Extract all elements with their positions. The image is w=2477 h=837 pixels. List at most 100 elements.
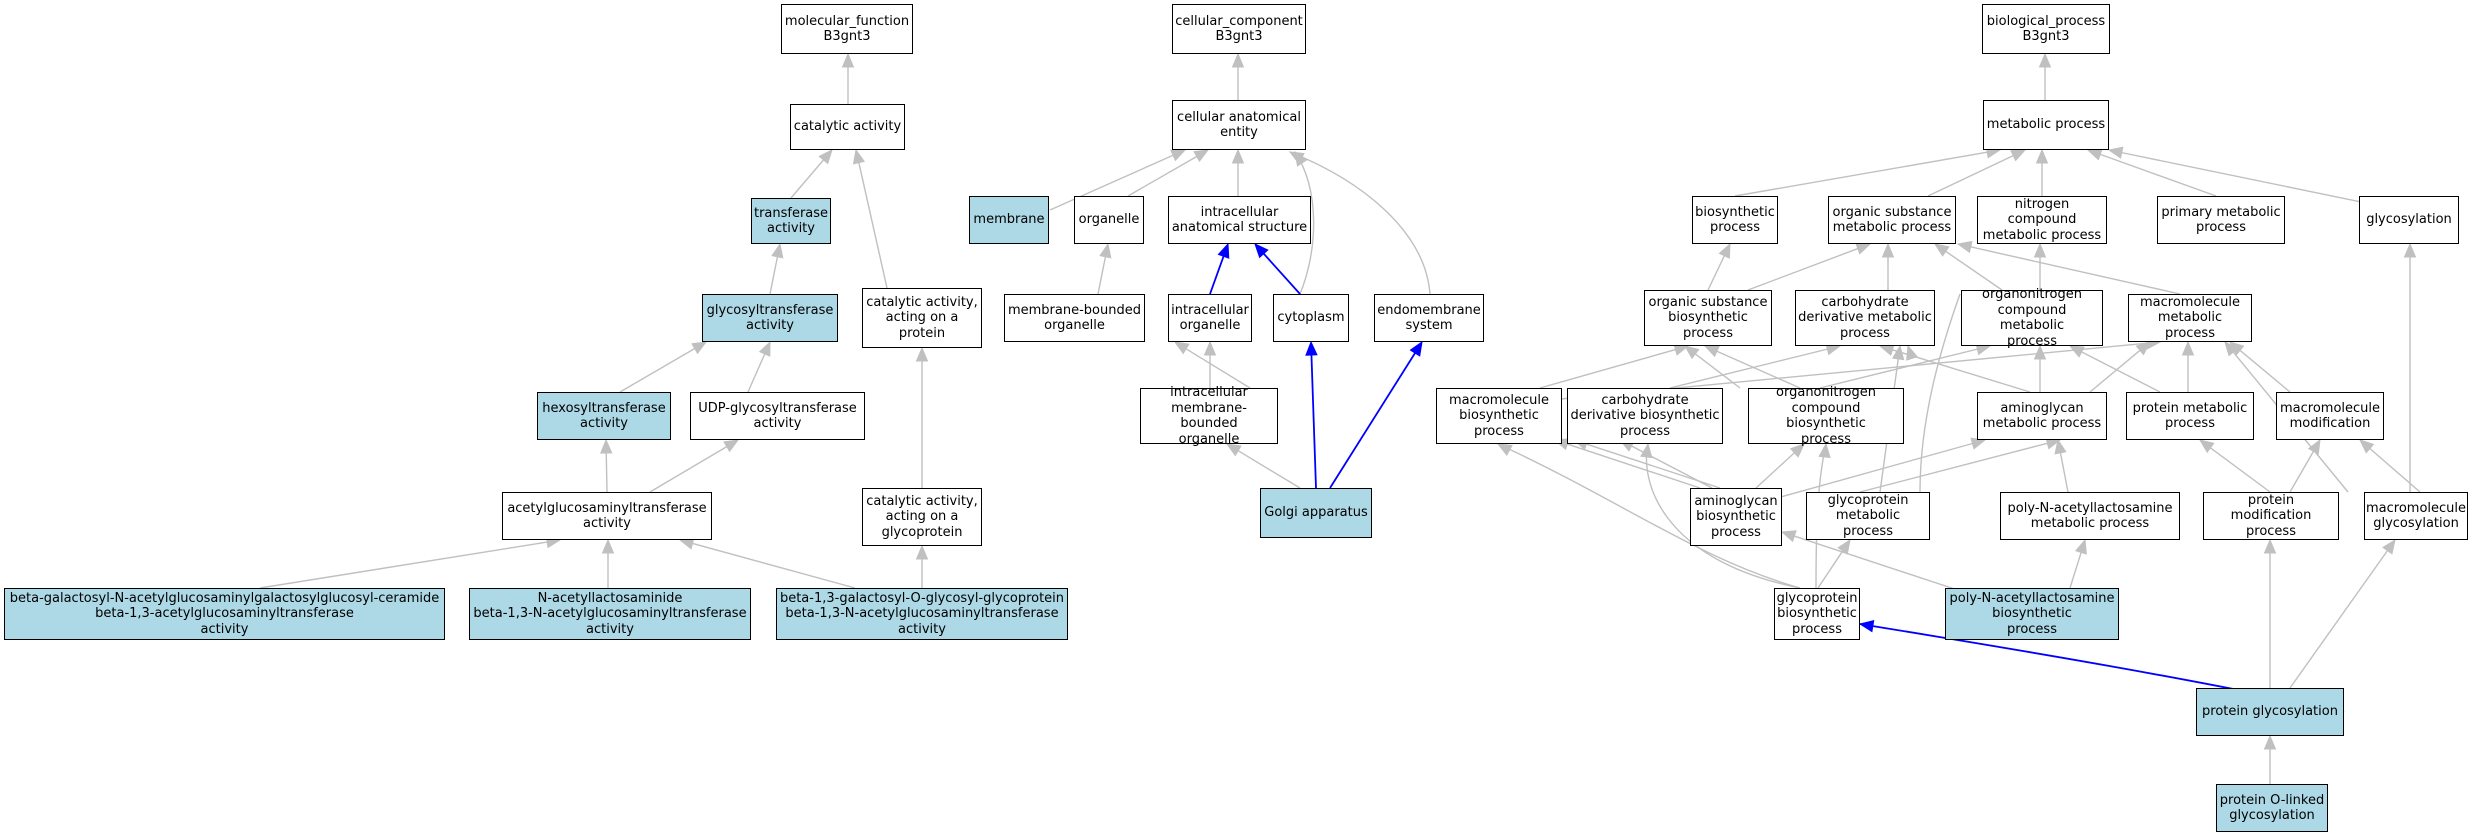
edge-arrowhead (2263, 734, 2277, 750)
node-molecular-function-root[interactable]: molecular_function B3gnt3 (781, 4, 913, 54)
edge-arrowhead (1409, 340, 1423, 357)
edge-arrowhead (1891, 344, 1905, 361)
node-organonitrogen-compound-metabolic-process[interactable]: organonitrogen compound metabolic proces… (1961, 287, 2103, 349)
node-membrane[interactable]: membrane (969, 196, 1049, 244)
node-cytoplasm[interactable]: cytoplasm (1273, 294, 1349, 342)
node-glycoprotein-metabolic-process[interactable]: glycoprotein metabolic process (1806, 492, 1930, 540)
edge-arrowhead (2033, 242, 2047, 258)
node-metabolic-process[interactable]: metabolic process (1983, 100, 2109, 150)
node-cellular-anatomical-entity[interactable]: cellular anatomical entity (1172, 100, 1306, 150)
node-aminoglycan-biosynthetic-process[interactable]: aminoglycan biosynthetic process (1690, 488, 1782, 546)
node-poly-n-acetyllactosamine-metabolic-process[interactable]: poly-N-acetyllactosamine metabolic proce… (2000, 492, 2180, 540)
edge-arrowhead (2382, 538, 2396, 555)
node-glycosylation[interactable]: glycosylation (2359, 196, 2459, 244)
node-n-acetyllactosaminide-transferase[interactable]: N-acetyllactosaminide beta-1,3-N-acetylg… (469, 588, 751, 640)
edge-arrowhead (1173, 341, 1190, 355)
edge-arrowhead (1956, 240, 1973, 254)
edge-arrowhead (1254, 243, 1269, 259)
edge-line (1927, 154, 2014, 197)
edge-arrowhead (1217, 242, 1230, 259)
edge-arrowhead (1837, 538, 1851, 555)
node-endomembrane-system[interactable]: endomembrane system (1374, 294, 1484, 342)
node-acetylglucosaminyltransferase-activity[interactable]: acetylglucosaminyltransferase activity (502, 492, 712, 540)
edge-line (769, 256, 779, 295)
edge-line (619, 347, 696, 393)
edge-arrowhead (2075, 538, 2087, 555)
edge-arrowhead (1170, 149, 1187, 162)
node-golgi-apparatus[interactable]: Golgi apparatus (1260, 488, 1372, 538)
edge-line (2089, 349, 2141, 393)
node-biological-process-root[interactable]: biological_process B3gnt3 (1982, 4, 2110, 54)
edge-curve (1497, 443, 1801, 589)
edge-arrowhead (2307, 438, 2321, 455)
node-hexosyltransferase-activity[interactable]: hexosyltransferase activity (537, 392, 671, 440)
edge-curve (1294, 151, 1315, 295)
node-macromolecule-glycosylation[interactable]: macromolecule glycosylation (2364, 492, 2468, 540)
node-protein-o-linked-glycosylation[interactable]: protein O-linked glycosylation (2216, 784, 2328, 832)
edge-arrowhead (2068, 345, 2085, 358)
node-aminoglycan-metabolic-process[interactable]: aminoglycan metabolic process (1977, 392, 2107, 440)
node-catalytic-activity-on-protein[interactable]: catalytic activity, acting on a protein (862, 288, 982, 348)
node-macromolecule-modification[interactable]: macromolecule modification (2276, 392, 2384, 440)
node-primary-metabolic-process[interactable]: primary metabolic process (2157, 196, 2285, 244)
edge-line (858, 162, 888, 289)
node-nitrogen-compound-metabolic-process[interactable]: nitrogen compound metabolic process (1977, 196, 2107, 244)
node-organic-substance-metabolic-process[interactable]: organic substance metabolic process (1828, 196, 1956, 244)
node-catalytic-activity-on-glycoprotein[interactable]: catalytic activity, acting on a glycopro… (862, 488, 982, 546)
edge-arrowhead (1703, 345, 1720, 358)
node-macromolecule-metabolic-process[interactable]: macromolecule metabolic process (2128, 294, 2252, 342)
edge-arrowhead (2403, 242, 2417, 258)
node-carbohydrate-derivative-metabolic-process[interactable]: carbohydrate derivative metabolic proces… (1795, 290, 1935, 346)
edge-line (1694, 353, 1741, 389)
edge-arrowhead (1099, 242, 1112, 259)
node-udp-glycosyltransferase-activity[interactable]: UDP-glycosyltransferase activity (690, 392, 865, 440)
edge-line (1945, 250, 2003, 291)
node-organonitrogen-compound-biosynthetic-process[interactable]: organonitrogen compound biosynthetic pro… (1748, 385, 1904, 447)
edge-arrowhead (1193, 149, 1210, 163)
node-intracellular-membrane-bounded-organelle[interactable]: intracellular membrane-bounded organelle (1140, 385, 1278, 447)
edge-line (1263, 253, 1301, 295)
node-organic-substance-biosynthetic-process[interactable]: organic substance biosynthetic process (1644, 290, 1772, 346)
node-protein-metabolic-process[interactable]: protein metabolic process (2126, 392, 2254, 440)
node-protein-glycosylation[interactable]: protein glycosylation (2196, 688, 2344, 736)
edge-arrowhead (1881, 242, 1895, 258)
node-b13-galactosyl-o-glycosyl-transferase[interactable]: beta-1,3-galactosyl-O-glycosyl-glycoprot… (776, 588, 1068, 640)
edge-arrowhead (2035, 148, 2049, 164)
node-intracellular-anatomical-structure[interactable]: intracellular anatomical structure (1168, 196, 1311, 244)
edge-curve (1289, 151, 1431, 295)
node-biosynthetic-process[interactable]: biosynthetic process (1692, 196, 1778, 244)
edge-arrowhead (915, 544, 929, 560)
edge-line (1669, 348, 1828, 389)
node-membrane-bounded-organelle[interactable]: membrane-bounded organelle (1004, 294, 1145, 342)
edge-arrowhead (1496, 443, 1513, 456)
edge-line (2059, 452, 2069, 493)
node-macromolecule-biosynthetic-process[interactable]: macromolecule biosynthetic process (1436, 388, 1562, 444)
edge-arrowhead (1858, 620, 1875, 633)
edge-arrowhead (915, 346, 929, 362)
edge-arrowhead (841, 52, 855, 68)
edge-arrowhead (1818, 442, 1831, 459)
node-carbohydrate-derivative-biosynthetic-process[interactable]: carbohydrate derivative biosynthetic pro… (1567, 388, 1723, 444)
node-glycosyltransferase-activity[interactable]: glycosyltransferase activity (702, 294, 838, 342)
node-intracellular-organelle[interactable]: intracellular organelle (1168, 294, 1252, 342)
edge-arrowhead (601, 538, 615, 554)
node-cellular-component-root[interactable]: cellular_component B3gnt3 (1172, 4, 1306, 54)
edge-line (605, 452, 608, 493)
edge-line (259, 541, 548, 589)
node-transferase-activity[interactable]: transferase activity (751, 198, 831, 244)
node-glycoprotein-biosynthetic-process[interactable]: glycoprotein biosynthetic process (1774, 588, 1860, 640)
edge-arrowhead (1906, 344, 1919, 361)
node-bgal-ceramide-transferase[interactable]: beta-galactosyl-N-acetylglucosaminylgala… (4, 588, 445, 640)
node-organelle[interactable]: organelle (1074, 196, 1144, 244)
node-protein-modification-process[interactable]: protein modification process (2203, 492, 2339, 540)
edge-arrowhead (1789, 443, 1805, 458)
node-poly-n-acetyllactosamine-biosynthetic-process[interactable]: poly-N-acetyllactosamine biosynthetic pr… (1945, 588, 2119, 640)
edge-arrowhead (1683, 345, 1700, 360)
edge-arrowhead (1855, 242, 1872, 255)
node-catalytic-activity[interactable]: catalytic activity (790, 104, 905, 150)
edge-line (2210, 447, 2271, 493)
edge-line (2369, 447, 2421, 493)
edge-line (1586, 443, 1721, 489)
edge-arrowhead (2198, 439, 2215, 454)
